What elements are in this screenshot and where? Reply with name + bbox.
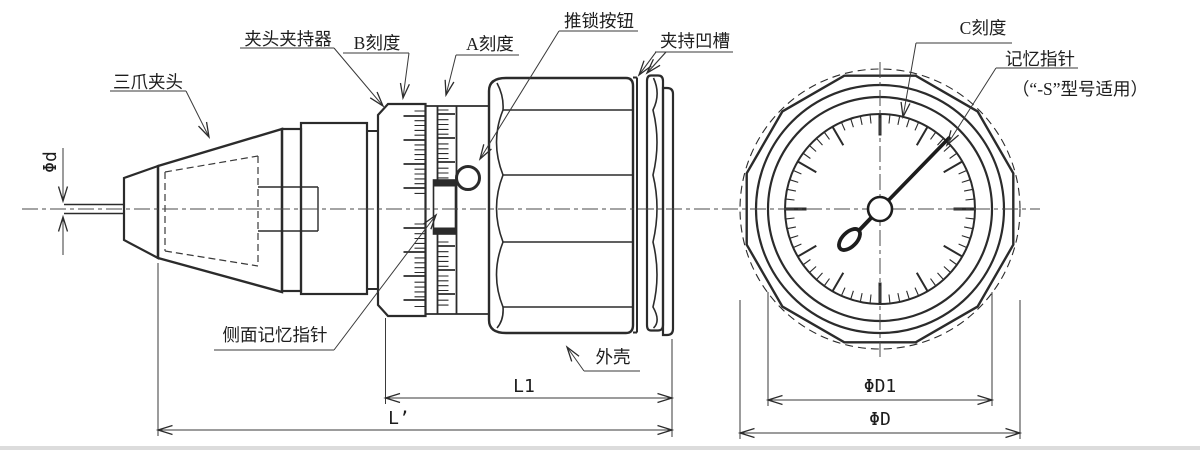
scale-b-major-ticks bbox=[403, 115, 426, 301]
dial-dodecagon-rim bbox=[745, 74, 1015, 344]
leader-grip-groove-arrow2 bbox=[645, 51, 667, 75]
dim-l1: L1 bbox=[513, 376, 535, 397]
leader-scale-b bbox=[343, 52, 409, 98]
dimensions: Φd L1 L’ ΦD1 ΦD bbox=[40, 148, 1023, 439]
leader-scale-c bbox=[903, 42, 1012, 117]
label-housing: 外壳 bbox=[596, 347, 631, 367]
pointer-window-bar-bottom bbox=[433, 227, 456, 234]
phi-d-full-extension-lines bbox=[739, 300, 1021, 439]
knurled-ring-scallops bbox=[652, 77, 658, 329]
leader-chuck-holder bbox=[240, 47, 383, 106]
label-scale-b: B刻度 bbox=[354, 33, 401, 53]
leader-housing bbox=[567, 347, 640, 372]
label-side-memory-pointer: 侧面记忆指针 bbox=[223, 325, 328, 345]
housing-facet-lines bbox=[503, 109, 633, 308]
label-push-lock-button: 推锁按钮 bbox=[564, 11, 634, 31]
dim-phi-d1: ΦD1 bbox=[864, 376, 897, 397]
label-three-jaw-chuck: 三爪夹头 bbox=[113, 72, 183, 92]
phi-d1-extension-lines bbox=[767, 292, 993, 406]
label-scale-a: A刻度 bbox=[466, 34, 514, 54]
l1-extension-lines bbox=[385, 318, 673, 437]
leader-memory-pointer bbox=[947, 67, 1078, 145]
dim-phi-d: Φd bbox=[40, 151, 61, 173]
shank-bit bbox=[64, 203, 124, 215]
main-pointer-loop bbox=[837, 227, 862, 252]
chuck-hidden-lines bbox=[164, 155, 259, 267]
housing-outline bbox=[487, 76, 635, 335]
label-memory-pointer: 记忆指针 bbox=[1005, 49, 1075, 69]
callouts: 三爪夹头 夹头夹持器 B刻度 A刻度 推锁按钮 夹持凹槽 C刻度 记忆指针 （“… bbox=[110, 11, 1148, 372]
bottom-edge-strip bbox=[0, 446, 1200, 450]
dial-major-ticks bbox=[797, 126, 963, 292]
pointer-window-bar-top bbox=[433, 180, 456, 187]
leader-three-jaw-chuck bbox=[110, 90, 209, 137]
leader-scale-a bbox=[446, 54, 519, 95]
label-grip-groove: 夹持凹槽 bbox=[660, 31, 730, 51]
push-lock-button bbox=[455, 165, 481, 191]
knurled-ring bbox=[645, 74, 665, 332]
dial-hub bbox=[866, 195, 894, 223]
label-scale-c: C刻度 bbox=[960, 18, 1007, 38]
scale-a-major-ticks bbox=[437, 113, 455, 295]
end-cap bbox=[661, 86, 675, 337]
dim-l-prime: L’ bbox=[388, 408, 410, 429]
pointer-window-bg bbox=[433, 180, 456, 234]
grip-groove-band bbox=[633, 76, 638, 334]
leader-side-memory-pointer bbox=[214, 215, 436, 351]
main-pointer-shaft bbox=[857, 216, 873, 233]
label-memory-pointer-note: （“-S”型号适用） bbox=[1012, 79, 1148, 99]
dim-phi-d-full: ΦD bbox=[869, 409, 891, 430]
label-chuck-holder: 夹头夹持器 bbox=[244, 29, 332, 49]
housing-left-scallops bbox=[495, 82, 504, 329]
leader-push-lock-button bbox=[480, 30, 638, 159]
knurl-od-dashed-circle bbox=[739, 68, 1021, 350]
